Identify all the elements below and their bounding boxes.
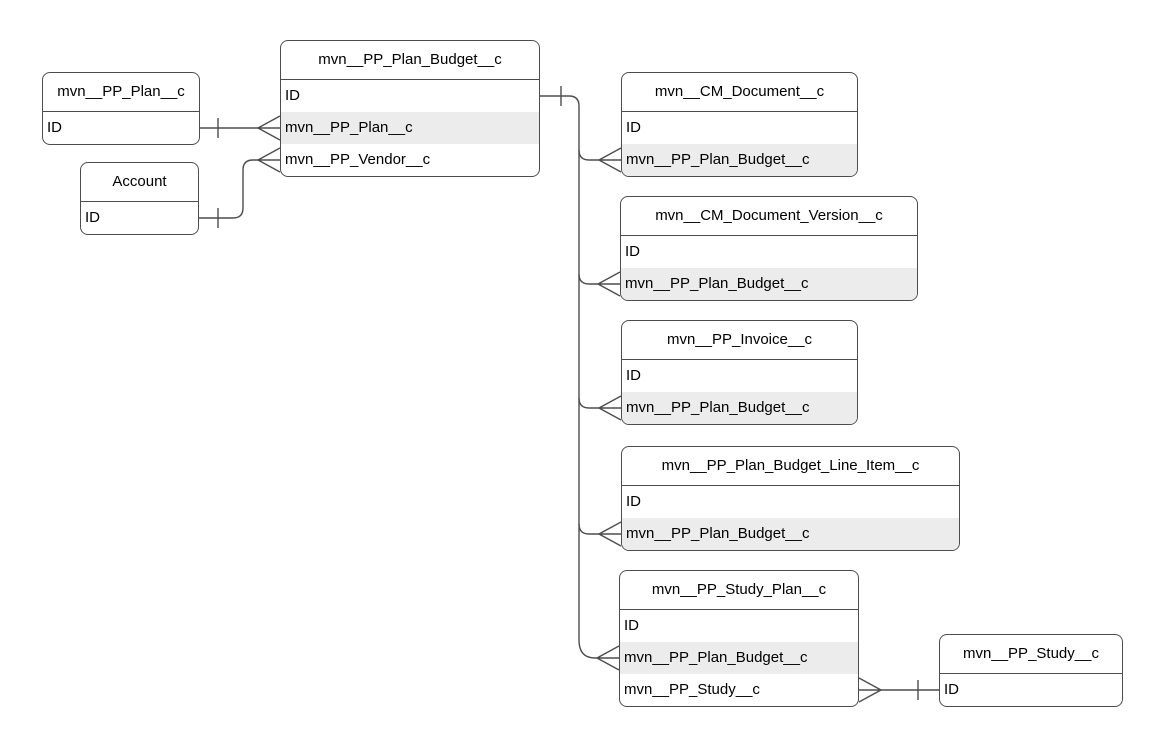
entity-field-id: ID	[85, 209, 100, 226]
entity-mvn-pp-study[interactable]: mvn__PP_Study__c ID	[939, 634, 1123, 707]
entity-field-plan-fk: mvn__PP_Plan__c	[281, 112, 539, 144]
entity-mvn-pp-study-plan[interactable]: mvn__PP_Study_Plan__c ID mvn__PP_Plan_Bu…	[619, 570, 859, 707]
entity-title: mvn__PP_Study__c	[940, 635, 1122, 674]
entity-title: mvn__PP_Study_Plan__c	[620, 571, 858, 610]
entity-field-id: ID	[285, 87, 300, 104]
edge-plan-budget-trunk[interactable]	[540, 86, 622, 671]
entity-field-plan-budget-fk: mvn__PP_Plan_Budget__c	[620, 642, 858, 674]
entity-mvn-pp-plan-budget-line-item[interactable]: mvn__PP_Plan_Budget_Line_Item__c ID mvn_…	[621, 446, 960, 551]
edge-plan-to-plan-budget[interactable]	[200, 115, 281, 141]
entity-title: Account	[81, 163, 198, 202]
entity-mvn-pp-plan[interactable]: mvn__PP_Plan__c ID	[42, 72, 200, 145]
entity-title: mvn__PP_Plan_Budget__c	[281, 41, 539, 80]
entity-field-id: ID	[625, 243, 640, 260]
entity-field-plan-budget-fk: mvn__PP_Plan_Budget__c	[622, 144, 857, 176]
entity-title: mvn__CM_Document__c	[622, 73, 857, 112]
entity-field-id: ID	[626, 493, 641, 510]
entity-field-id: ID	[47, 119, 62, 136]
entity-title: mvn__PP_Invoice__c	[622, 321, 857, 360]
entity-mvn-pp-invoice[interactable]: mvn__PP_Invoice__c ID mvn__PP_Plan_Budge…	[621, 320, 858, 425]
entity-mvn-pp-plan-budget[interactable]: mvn__PP_Plan_Budget__c ID mvn__PP_Plan__…	[280, 40, 540, 177]
entity-account[interactable]: Account ID	[80, 162, 199, 235]
entity-field-plan-budget-fk: mvn__PP_Plan_Budget__c	[622, 518, 959, 550]
entity-title: mvn__PP_Plan__c	[43, 73, 199, 112]
entity-field-plan-budget-fk: mvn__PP_Plan_Budget__c	[621, 268, 917, 300]
entity-field-study-fk: mvn__PP_Study__c	[624, 681, 760, 698]
entity-field-id: ID	[624, 617, 639, 634]
entity-field-id: ID	[944, 681, 959, 698]
entity-title: mvn__PP_Plan_Budget_Line_Item__c	[622, 447, 959, 486]
edge-account-to-plan-budget[interactable]	[199, 147, 281, 228]
entity-field-id: ID	[626, 119, 641, 136]
entity-field-vendor-fk: mvn__PP_Vendor__c	[285, 151, 431, 168]
entity-title: mvn__CM_Document_Version__c	[621, 197, 917, 236]
entity-field-plan-budget-fk: mvn__PP_Plan_Budget__c	[622, 392, 857, 424]
entity-mvn-cm-document[interactable]: mvn__CM_Document__c ID mvn__PP_Plan_Budg…	[621, 72, 858, 177]
edge-study-plan-to-study[interactable]	[858, 677, 939, 703]
entity-mvn-cm-document-version[interactable]: mvn__CM_Document_Version__c ID mvn__PP_P…	[620, 196, 918, 301]
entity-field-id: ID	[626, 367, 641, 384]
